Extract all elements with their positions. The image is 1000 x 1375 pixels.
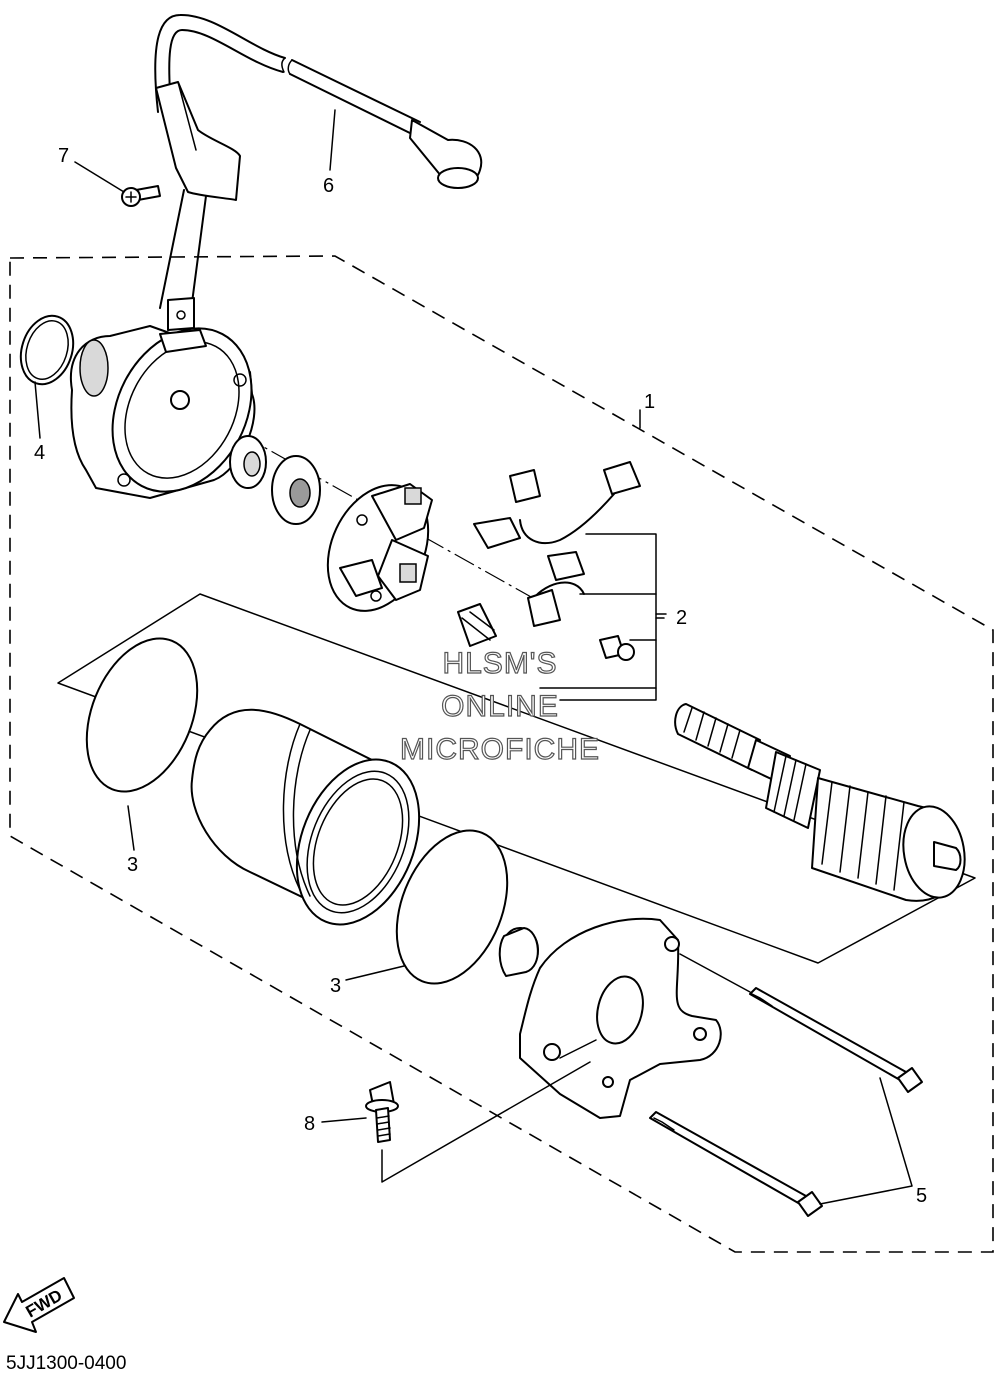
watermark-line-1: HLSM'S [442,647,557,680]
rear-cover [69,325,256,499]
callout-2: 2 [676,607,687,629]
diagram-code: 5JJ1300-0400 [6,1353,126,1374]
callout-4: 4 [34,442,45,464]
callout-6: 6 [323,175,334,197]
callout-7: 7 [58,145,69,167]
long-bolts [649,953,923,1217]
brush-holder [326,483,433,612]
yoke [190,708,421,926]
callout-5: 5 [916,1185,927,1207]
leader-4 [34,381,41,439]
assembly-boundary [9,255,994,1253]
callout-3-front: 3 [330,975,341,997]
armature [674,703,966,902]
callout-1: 1 [644,391,655,413]
o-ring-yoke-front [395,829,509,985]
leader-6 [329,109,336,171]
leader-3a [127,805,135,851]
leader-8 [321,1117,367,1123]
callout-8: 8 [304,1113,315,1135]
lead-wire [154,13,483,331]
o-ring-yoke-rear [85,637,199,793]
front-cover [519,917,722,1119]
screw [121,185,161,207]
watermark-line-3: MICROFICHE [400,733,600,766]
brush-set [457,461,665,701]
leader-3b [345,965,405,981]
watermark-line-2: ONLINE [441,690,559,723]
fwd-arrow-icon: FWD [3,1277,75,1333]
leader-7 [74,161,125,193]
leader-5 [819,1077,913,1205]
assembly-center-line [179,399,541,603]
flange-bolt [365,1039,597,1183]
yoke-group-outline [57,593,976,964]
callout-3-rear: 3 [127,854,138,876]
